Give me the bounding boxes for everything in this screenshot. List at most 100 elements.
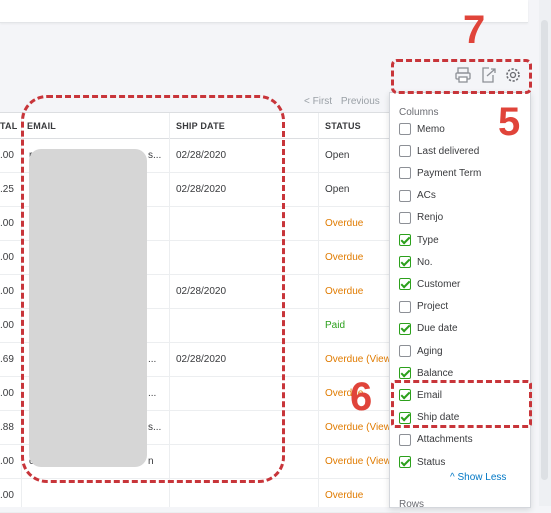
cell-ship-date: 02/28/2020: [176, 354, 227, 365]
cell-total: .00: [0, 218, 14, 229]
show-less-link[interactable]: ^ Show Less: [450, 472, 507, 483]
cell-status: Overdue: [325, 388, 364, 399]
column-checkbox[interactable]: [399, 433, 411, 446]
table-row[interactable]: .00...Overdue: [0, 376, 400, 411]
cell-status: Overdue: [325, 252, 364, 263]
column-checkbox[interactable]: [399, 300, 411, 313]
column-checkbox[interactable]: [399, 322, 411, 335]
column-option[interactable]: Balance: [399, 365, 453, 381]
cell-email-tail: s...: [148, 422, 162, 433]
table-row[interactable]: .00 Overdue: [0, 240, 400, 275]
export-icon[interactable]: [479, 66, 497, 84]
column-option-label: Status: [417, 456, 446, 468]
cell-ship-date: 02/28/2020: [176, 184, 227, 195]
header-status[interactable]: STATUS: [325, 121, 361, 131]
cell-status: Overdue (View: [325, 354, 391, 365]
column-checkbox[interactable]: [399, 456, 411, 468]
cell-ship-date: 02/28/2020: [176, 150, 227, 161]
column-option[interactable]: Email: [399, 387, 442, 403]
column-checkbox[interactable]: [399, 367, 411, 380]
column-option-label: Memo: [417, 123, 445, 135]
column-option-label: Balance: [417, 367, 454, 379]
cell-total: .00: [0, 456, 14, 467]
column-option-label: Payment Term: [417, 167, 482, 179]
cell-status: Overdue: [325, 218, 364, 229]
cell-total: .88: [0, 422, 14, 433]
cell-status: Overdue (View: [325, 456, 391, 467]
column-checkbox[interactable]: [399, 278, 411, 291]
table-row[interactable]: .00 Overdue: [0, 206, 400, 241]
column-option-label: Renjo: [417, 212, 444, 224]
column-option[interactable]: Status: [399, 454, 445, 470]
column-checkbox[interactable]: [399, 145, 411, 158]
column-option[interactable]: Ship date: [399, 410, 459, 426]
cell-status: Open: [325, 184, 350, 195]
column-option-label: Attachments: [417, 434, 473, 446]
column-option[interactable]: No.: [399, 254, 433, 270]
header-total[interactable]: TAL: [0, 121, 18, 131]
annotation-box-toolbar: [391, 59, 532, 94]
annotation-number-7: 7: [463, 8, 486, 52]
table-row[interactable]: .00 Paid: [0, 308, 400, 343]
header-email[interactable]: EMAIL: [27, 121, 56, 131]
cell-total: .25: [0, 184, 14, 195]
column-divider: [318, 113, 319, 507]
column-option[interactable]: Attachments: [399, 432, 473, 448]
column-option-label: Due date: [417, 323, 458, 335]
column-option[interactable]: Project: [399, 299, 448, 315]
column-option[interactable]: ACs: [399, 188, 436, 204]
column-option-label: ACs: [417, 190, 436, 202]
cell-email-tail: s...: [148, 150, 162, 161]
column-option-label: Last delivered: [417, 145, 480, 157]
column-option[interactable]: Payment Term: [399, 165, 481, 181]
column-checkbox[interactable]: [399, 211, 411, 224]
column-option[interactable]: Due date: [399, 321, 458, 337]
cell-total: .00: [0, 388, 14, 399]
pager-first-link[interactable]: < First: [304, 96, 333, 107]
column-option[interactable]: Renjo: [399, 210, 443, 226]
pager-previous-link[interactable]: Previous: [340, 96, 380, 107]
column-option[interactable]: Last delivered: [399, 143, 479, 159]
cell-status: Overdue: [325, 490, 364, 501]
column-checkbox[interactable]: [399, 123, 411, 135]
cell-total: .00: [0, 320, 14, 331]
cell-total: .00: [0, 252, 14, 263]
column-option-label: Ship date: [417, 412, 460, 424]
annotation-number-6: 6: [350, 375, 373, 419]
column-option-label: Customer: [417, 278, 461, 290]
column-checkbox[interactable]: [399, 167, 411, 180]
column-checkbox[interactable]: [399, 189, 411, 202]
table-header: TAL EMAIL SHIP DATE STATUS: [0, 113, 400, 139]
column-checkbox[interactable]: [399, 234, 411, 246]
column-checkbox[interactable]: [399, 411, 411, 424]
column-checkbox[interactable]: [399, 389, 411, 402]
header-ship-date[interactable]: SHIP DATE: [176, 121, 225, 131]
column-option[interactable]: Aging: [399, 343, 443, 359]
annotation-box-email-column: [21, 95, 285, 483]
annotation-number-5: 5: [498, 100, 521, 144]
cell-total: .00: [0, 286, 14, 297]
column-divider: [169, 113, 170, 507]
gear-icon[interactable]: [504, 66, 522, 84]
column-option-label: Aging: [417, 345, 443, 357]
column-option-label: Type: [417, 234, 439, 246]
cell-total: .69: [0, 354, 14, 365]
cell-email-tail: n: [148, 456, 154, 467]
column-option[interactable]: Type: [399, 232, 439, 248]
column-option[interactable]: Memo: [399, 121, 445, 137]
column-checkbox[interactable]: [399, 256, 411, 269]
cell-status: Paid: [325, 320, 346, 331]
scrollbar-thumb[interactable]: [541, 20, 548, 480]
column-option-label: No.: [417, 256, 433, 268]
column-option[interactable]: Customer: [399, 276, 460, 292]
column-option-label: Email: [417, 389, 443, 401]
print-icon[interactable]: [454, 66, 472, 84]
table-toolbar: [452, 66, 524, 86]
column-checkbox[interactable]: [399, 345, 411, 357]
table-row[interactable]: .25 02/28/2020 Open: [0, 172, 400, 207]
